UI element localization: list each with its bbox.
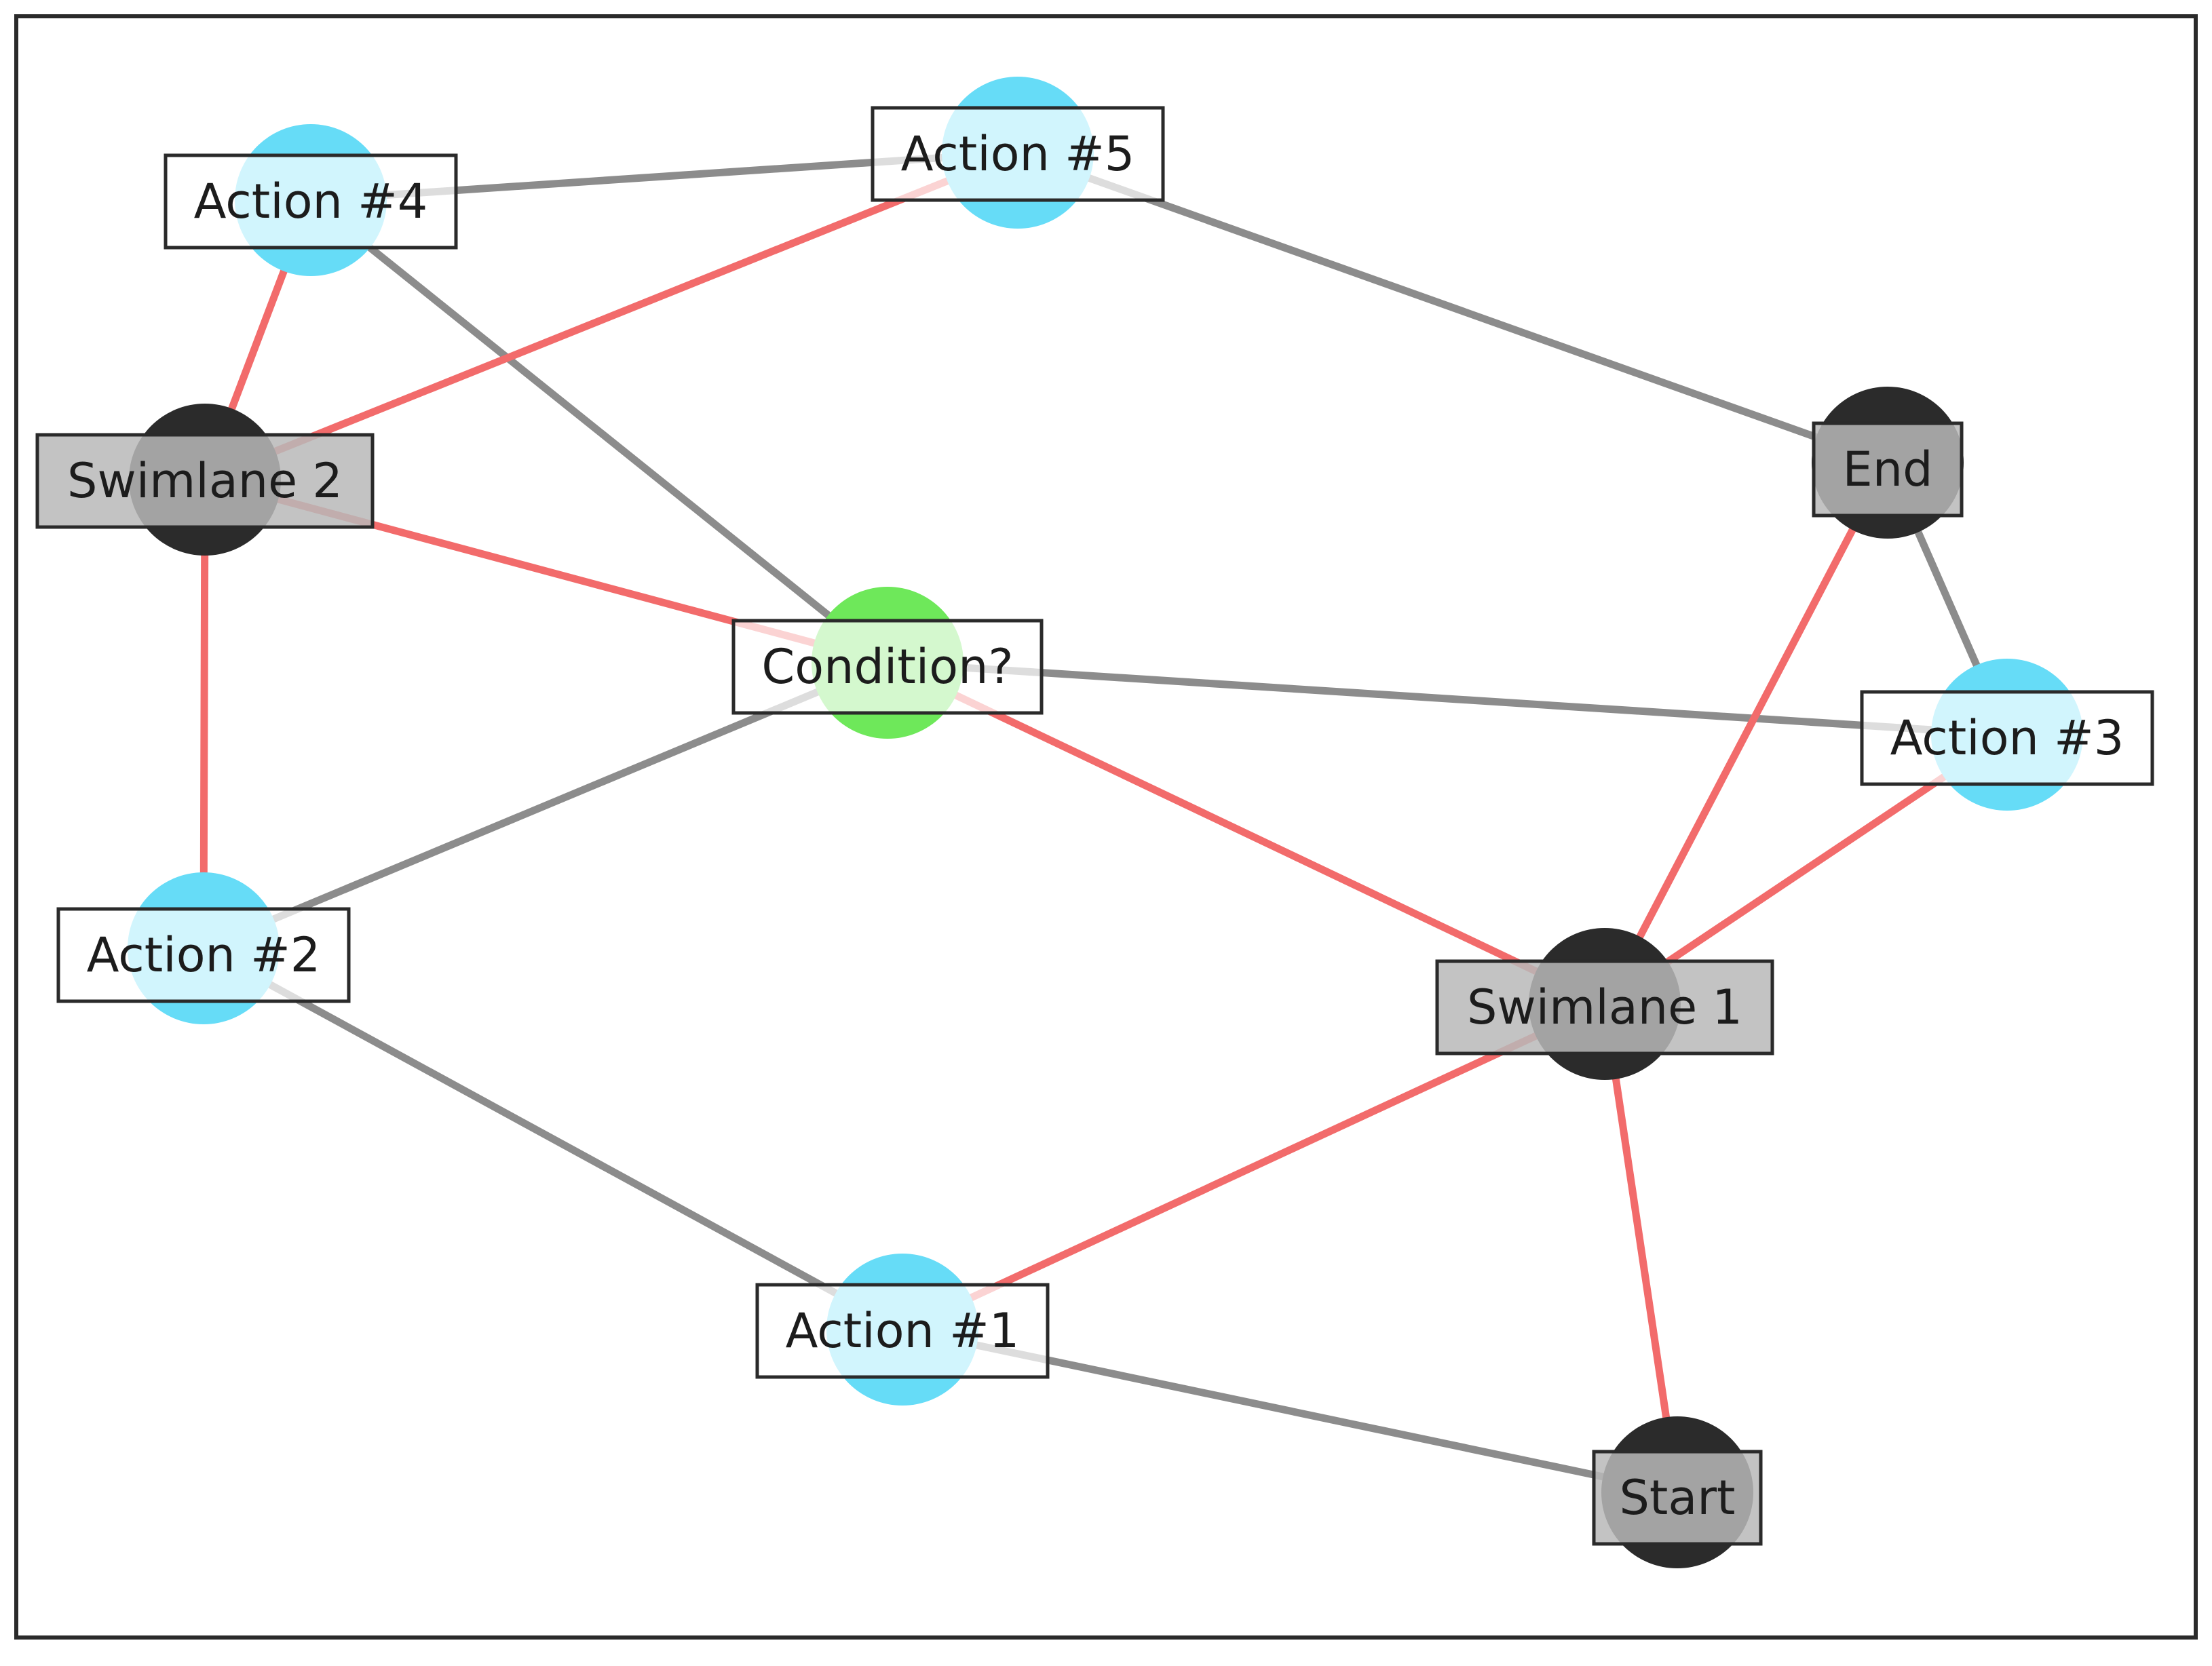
node-label-action3: Action #3 xyxy=(1890,710,2124,766)
node-layer: Action #4 Action #5 Swimlane 2 EndCondition… xyxy=(35,77,2154,1568)
node-label-box-end xyxy=(1812,421,1964,518)
node-action5[interactable]: Action #5 xyxy=(871,77,1165,229)
edge-end-swimlane1 xyxy=(1601,459,1892,1008)
node-label-action5: Action #5 xyxy=(901,126,1135,182)
edge-action4-condition xyxy=(307,196,892,667)
node-label-action1: Action #1 xyxy=(786,1303,1020,1359)
node-label-box-swimlane2 xyxy=(35,433,375,529)
node-swimlane1[interactable]: Swimlane 1 xyxy=(1435,928,1774,1080)
node-label-end: End xyxy=(1842,442,1932,497)
node-label-box-swimlane1 xyxy=(1435,959,1774,1055)
node-condition[interactable]: Condition? xyxy=(731,587,1044,739)
node-action2[interactable]: Action #2 xyxy=(56,872,351,1024)
node-label-box-action2 xyxy=(56,907,351,1003)
edge-swimlane1-start xyxy=(1601,1000,1681,1496)
node-label-box-action5 xyxy=(871,106,1165,202)
edge-action1-swimlane1 xyxy=(898,1000,1609,1334)
edge-action5-end xyxy=(1014,149,1892,467)
node-label-swimlane1: Swimlane 1 xyxy=(1467,980,1742,1035)
node-label-box-action3 xyxy=(1860,690,2154,786)
edge-action2-action1 xyxy=(199,944,907,1334)
node-action1[interactable]: Action #1 xyxy=(755,1254,1050,1406)
plot-frame xyxy=(14,14,2198,1640)
node-label-swimlane2: Swimlane 2 xyxy=(67,453,343,509)
node-swimlane2[interactable]: Swimlane 2 xyxy=(35,404,375,556)
edge-condition-swimlane1 xyxy=(883,659,1609,1008)
edge-swimlane2-action5 xyxy=(201,149,1022,484)
node-label-start: Start xyxy=(1619,1470,1735,1526)
node-label-condition: Condition? xyxy=(761,639,1013,695)
edge-condition-action3 xyxy=(883,659,2011,739)
node-label-box-action4 xyxy=(164,153,458,250)
node-start[interactable]: Start xyxy=(1592,1416,1763,1568)
node-label-action2: Action #2 xyxy=(87,927,321,983)
node-label-box-condition xyxy=(731,619,1044,715)
node-label-action4: Action #4 xyxy=(194,174,428,229)
edge-swimlane2-action2 xyxy=(199,476,209,952)
node-label-box-action1 xyxy=(755,1283,1050,1379)
node-action3[interactable]: Action #3 xyxy=(1860,659,2154,811)
node-label-box-start xyxy=(1592,1450,1763,1546)
node-action4[interactable]: Action #4 xyxy=(164,124,458,276)
node-end[interactable]: End xyxy=(1812,387,1964,539)
